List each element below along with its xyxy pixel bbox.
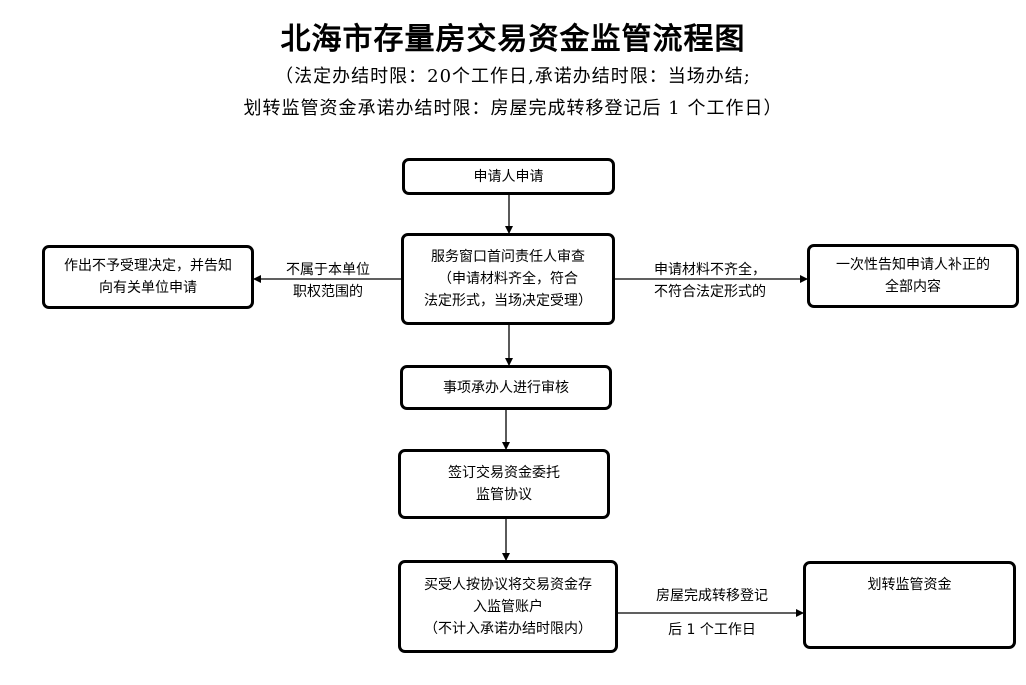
node-notify-line: 全部内容	[885, 279, 941, 295]
node-notify-line: 一次性告知申请人补正的	[836, 257, 990, 273]
node-reject-line: 向有关单位申请	[99, 280, 197, 296]
node-reject: 作出不予受理决定，并告知 向有关单位申请	[42, 245, 254, 309]
edge-label-transfer-line: 房屋完成转移登记	[656, 588, 768, 604]
edge-label-reject-line: 职权范围的	[293, 284, 363, 300]
node-deposit-line: （不计入承诺办结时限内）	[424, 620, 592, 637]
node-review-line: 法定形式，当场决定受理）	[424, 293, 592, 309]
node-apply-line: 申请人申请	[473, 168, 544, 185]
node-notify: 一次性告知申请人补正的 全部内容	[807, 244, 1019, 308]
node-reject-line: 作出不予受理决定，并告知	[64, 258, 232, 274]
node-transfer: 划转监管资金	[803, 561, 1016, 649]
edge-label-notify-line: 申请材料不齐全，	[654, 262, 766, 278]
node-handle: 事项承办人进行审核	[400, 365, 612, 410]
node-review-line: （申请材料齐全，符合	[438, 271, 578, 287]
node-deposit-line: 买受人按协议将交易资金存	[424, 576, 592, 593]
edge-label-reject: 不属于本单位 职权范围的	[262, 259, 394, 303]
node-handle-line: 事项承办人进行审核	[443, 379, 569, 396]
subtitle-line-2: 划转监管资金承诺办结时限：房屋完成转移登记后 1 个工作日）	[243, 98, 783, 119]
node-review: 服务窗口首问责任人审查 （申请材料齐全，符合 法定形式，当场决定受理）	[401, 233, 615, 325]
edge-label-transfer: 房屋完成转移登记 后 1 个工作日	[624, 583, 800, 643]
node-sign-line: 签订交易资金委托	[448, 465, 560, 481]
node-apply: 申请人申请	[402, 158, 615, 195]
node-sign: 签订交易资金委托 监管协议	[398, 449, 610, 519]
node-transfer-line: 划转监管资金	[867, 577, 952, 593]
subtitle-line-1: （法定办结时限：20个工作日,承诺办结时限：当场办结;	[275, 66, 751, 87]
node-deposit-line: 入监管账户	[473, 598, 543, 615]
edge-label-reject-line: 不属于本单位	[286, 262, 370, 278]
node-sign-line: 监管协议	[476, 487, 532, 503]
node-deposit: 买受人按协议将交易资金存 入监管账户 （不计入承诺办结时限内）	[398, 560, 618, 653]
edge-label-notify-line: 不符合法定形式的	[654, 284, 766, 300]
page-title: 北海市存量房交易资金监管流程图	[280, 22, 746, 57]
node-review-line: 服务窗口首问责任人审查	[431, 249, 585, 265]
edge-label-notify: 申请材料不齐全， 不符合法定形式的	[620, 259, 800, 303]
edge-label-transfer-line: 后 1 个工作日	[668, 622, 756, 638]
